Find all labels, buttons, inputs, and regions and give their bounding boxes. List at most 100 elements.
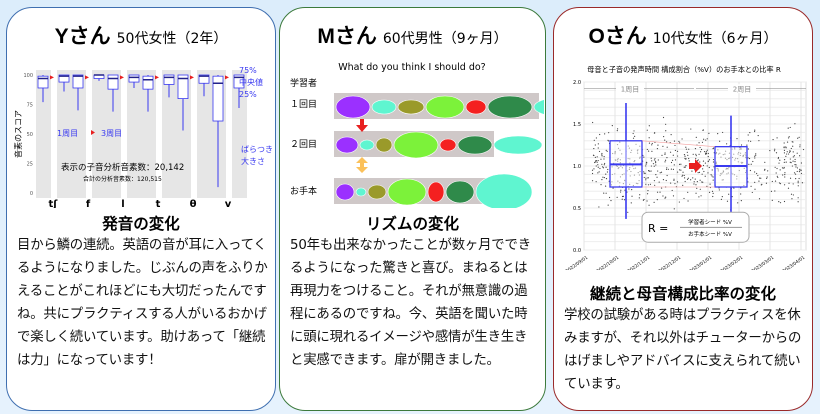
data-point	[783, 149, 786, 152]
data-point	[755, 154, 757, 156]
data-point	[702, 168, 704, 170]
data-point	[643, 176, 645, 179]
legend-round3: 3周目	[101, 129, 122, 138]
x-tick-label: f	[86, 199, 91, 208]
data-point	[664, 139, 666, 141]
data-point	[657, 170, 659, 172]
data-point	[747, 134, 749, 136]
data-point	[797, 180, 799, 182]
data-point	[601, 152, 603, 155]
data-point	[672, 195, 675, 197]
data-point	[649, 170, 651, 172]
data-point	[654, 160, 657, 162]
data-point	[695, 155, 697, 157]
box	[37, 75, 49, 89]
red-arrow-marker	[91, 130, 95, 135]
data-point	[751, 191, 753, 194]
data-point	[782, 174, 784, 176]
data-point	[601, 155, 603, 157]
data-point	[758, 180, 760, 182]
data-point	[795, 164, 797, 166]
data-point	[774, 180, 777, 182]
data-point	[608, 196, 611, 199]
data-point	[683, 177, 686, 179]
data-point	[694, 148, 697, 150]
data-point	[761, 183, 763, 185]
y-tick-label: 2.0	[573, 80, 581, 86]
data-point	[701, 141, 704, 143]
data-point	[647, 150, 650, 152]
data-point	[712, 179, 714, 181]
syllable-ellipse	[335, 183, 355, 201]
data-point	[787, 187, 790, 189]
syllable-ellipse	[359, 139, 375, 151]
data-point	[795, 178, 797, 180]
data-point	[598, 150, 601, 153]
data-point	[594, 161, 596, 164]
box	[107, 74, 119, 90]
data-point	[694, 178, 696, 180]
data-point	[656, 191, 659, 193]
data-point	[620, 189, 622, 191]
person-demographic: 10代女性（6ヶ月）	[652, 31, 778, 47]
data-point	[593, 154, 595, 157]
data-point	[679, 142, 681, 144]
data-point	[691, 170, 693, 172]
data-point	[692, 177, 694, 179]
data-point	[674, 183, 676, 185]
annotation-sub: 合計の分析音素数：120,515	[83, 175, 162, 183]
data-point	[605, 149, 607, 151]
data-point	[600, 184, 602, 186]
data-point	[622, 195, 624, 197]
data-point	[607, 168, 609, 171]
data-point	[600, 158, 602, 160]
data-point	[696, 187, 698, 189]
data-point	[598, 171, 600, 173]
data-point	[683, 174, 685, 177]
data-point	[711, 175, 713, 177]
data-point	[771, 199, 773, 202]
data-point	[611, 124, 613, 127]
data-point	[799, 144, 801, 146]
data-point	[664, 161, 666, 163]
data-point	[598, 206, 600, 208]
data-point	[674, 144, 676, 147]
data-point	[594, 156, 596, 159]
data-point	[786, 153, 788, 155]
data-point	[706, 138, 708, 140]
data-point	[752, 160, 754, 163]
data-point	[748, 163, 750, 166]
data-point	[602, 176, 604, 178]
data-point	[605, 178, 608, 180]
data-point	[699, 188, 701, 190]
data-point	[704, 162, 707, 164]
data-point	[676, 155, 679, 157]
data-point	[777, 157, 779, 160]
panel-bg	[36, 70, 51, 198]
x-tick-label: t	[156, 199, 161, 208]
data-point	[704, 175, 706, 177]
data-point	[647, 177, 649, 179]
y-tick-label: 0.0	[573, 248, 581, 254]
data-point	[682, 184, 684, 186]
data-point	[673, 178, 675, 180]
data-point	[597, 159, 599, 162]
data-point	[733, 187, 735, 189]
data-point	[712, 158, 715, 161]
data-point	[749, 169, 752, 172]
data-point	[802, 148, 805, 151]
data-point	[654, 184, 656, 186]
data-point	[740, 144, 743, 146]
data-point	[608, 132, 610, 134]
data-point	[666, 174, 668, 177]
data-point	[705, 139, 707, 141]
data-point	[643, 171, 645, 173]
period-label: 1周目	[621, 86, 639, 94]
box	[128, 74, 140, 83]
data-point	[708, 166, 710, 169]
data-point	[684, 180, 686, 183]
data-point	[718, 187, 720, 189]
data-point	[656, 176, 658, 178]
data-point	[778, 200, 780, 203]
x-tick-label: 2022/12/01	[657, 255, 682, 270]
